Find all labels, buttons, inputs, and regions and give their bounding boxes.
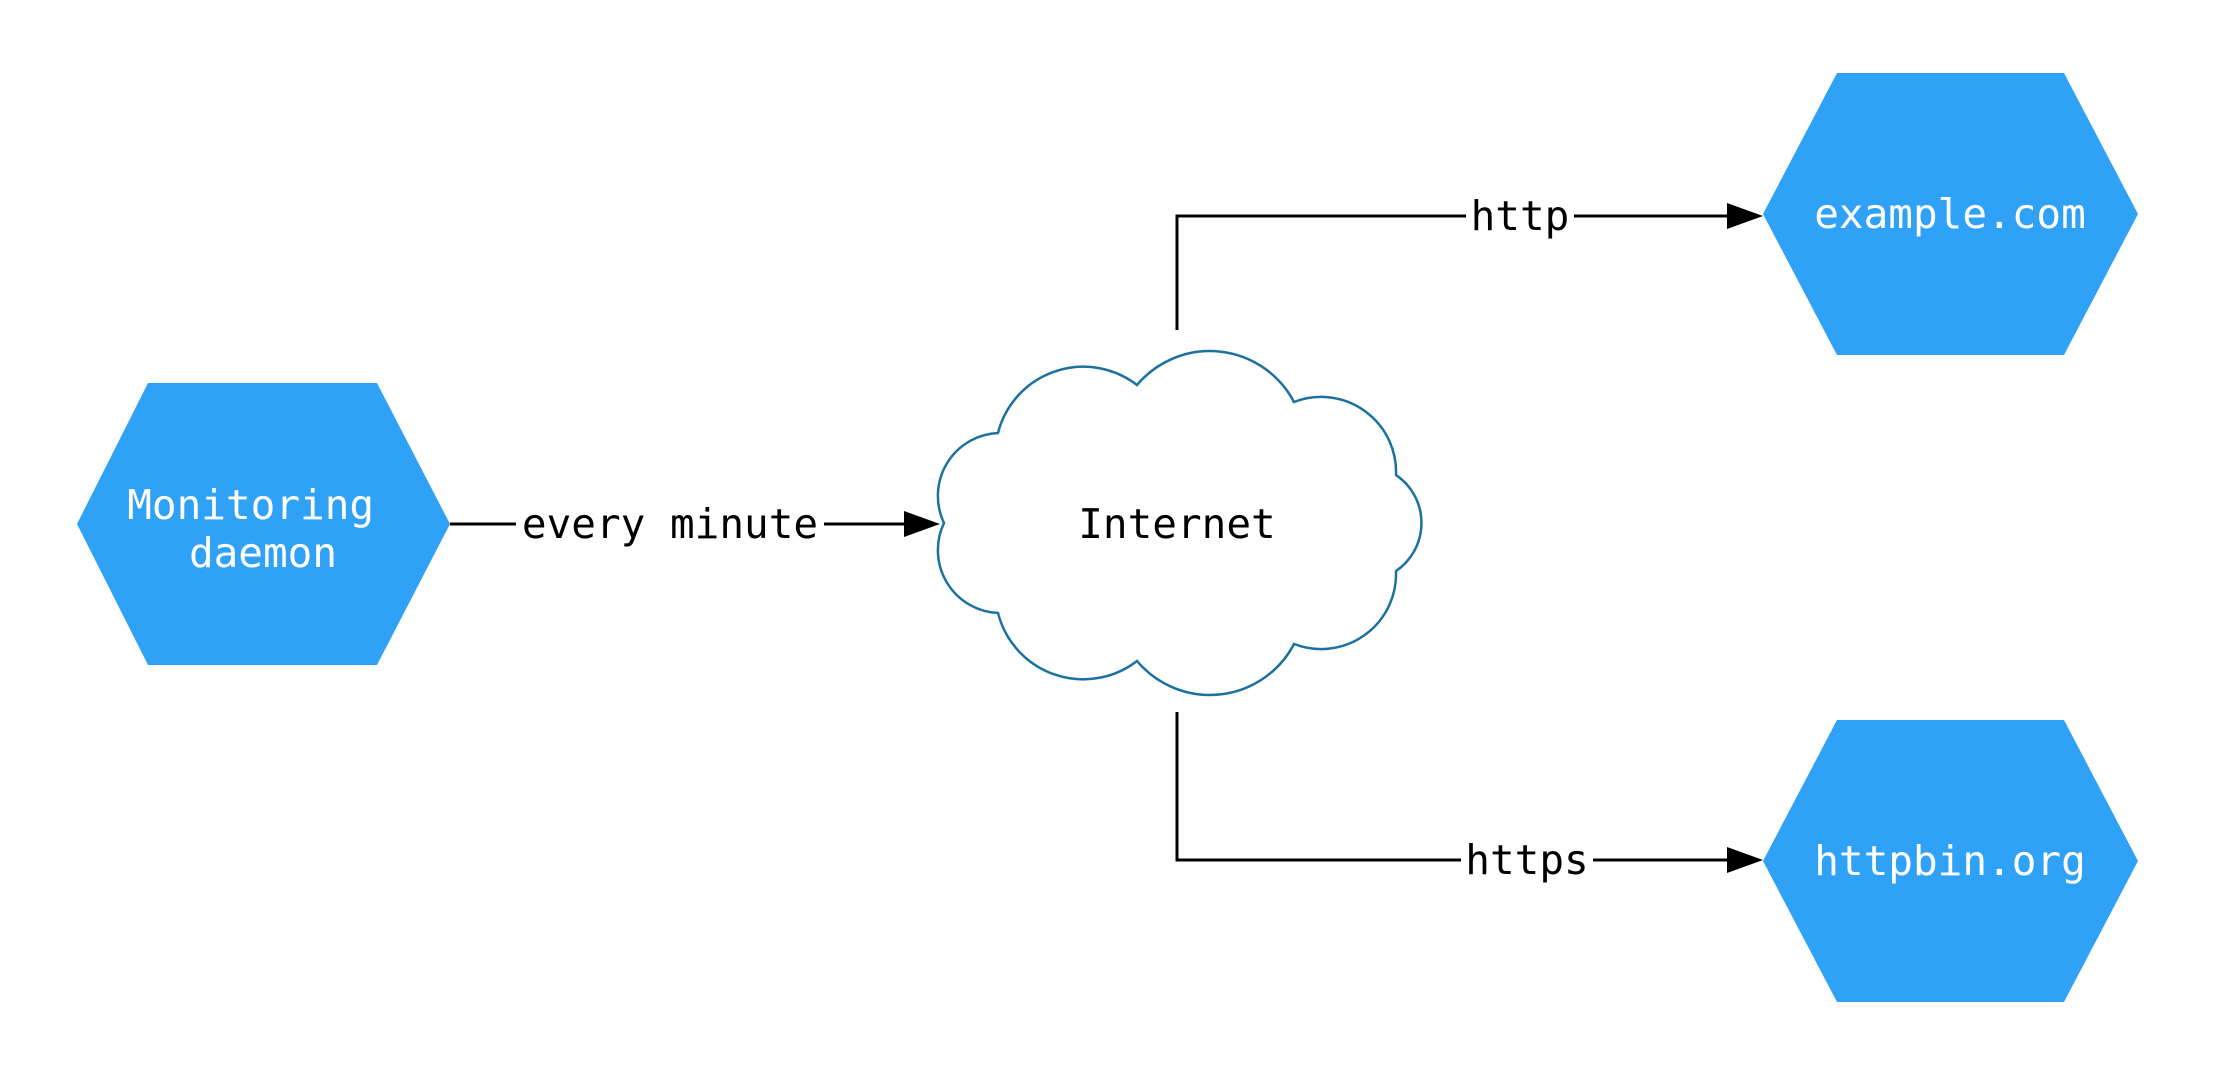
monitoring-daemon-hexagon: [77, 383, 450, 665]
httpbin-org-label: httpbin.org: [1814, 837, 2086, 885]
edge-https-elbow: [1175, 712, 1461, 862]
arrowhead-to-internet-icon: [904, 511, 940, 537]
monitoring-daemon-label: Monitoring daemon: [127, 481, 399, 577]
arrowhead-to-example-com-icon: [1727, 203, 1763, 229]
edge-https: https: [1175, 712, 1763, 884]
edge-http-label: http: [1471, 192, 1570, 240]
edge-http-elbow: [1175, 214, 1466, 330]
monitoring-daemon-label-line1: Monitoring: [127, 481, 374, 529]
edge-https-label: https: [1465, 836, 1588, 884]
arrowhead-to-httpbin-org-icon: [1727, 847, 1763, 873]
example-com-label: example.com: [1814, 190, 2086, 238]
example-com-node: example.com: [1763, 73, 2138, 355]
edge-http: http: [1175, 192, 1763, 330]
internet-cloud-shape: [936, 349, 1423, 697]
example-com-hexagon: [1763, 73, 2138, 355]
edge-every-minute-label: every minute: [522, 500, 818, 548]
monitoring-daemon-node: Monitoring daemon: [77, 383, 450, 665]
internet-node: Internet: [936, 349, 1423, 697]
edge-every-minute: every minute: [450, 500, 940, 548]
internet-label: Internet: [1078, 500, 1275, 548]
httpbin-org-node: httpbin.org: [1763, 720, 2138, 1002]
httpbin-org-hexagon: [1763, 720, 2138, 1002]
monitoring-daemon-label-line2: daemon: [189, 529, 337, 577]
